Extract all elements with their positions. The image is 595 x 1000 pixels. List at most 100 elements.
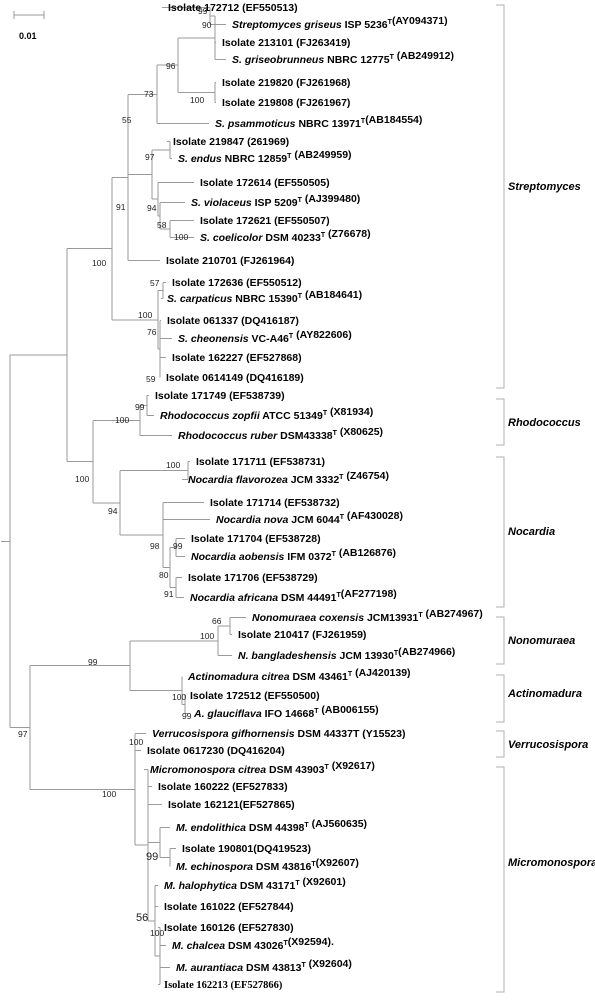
clade-label: Rhodococcus: [508, 417, 581, 429]
bootstrap-value: 99: [173, 541, 183, 551]
bootstrap-value: 99: [146, 851, 158, 863]
leaf-label: S. coelicolor DSM 40233T (Z76678): [200, 228, 371, 244]
leaf-label: M. halophytica DSM 43171T (X92601): [164, 876, 346, 892]
bootstrap-value: 90: [202, 20, 212, 30]
leaf-label: Isolate 172621 (EF550507): [200, 215, 330, 227]
bootstrap-value: 99: [135, 402, 145, 412]
leaf-label: S. cheonensis VC-A46T (AY822606): [178, 329, 352, 345]
leaf-label: Isolate 160222 (EF527833): [158, 781, 288, 793]
bootstrap-value: 100: [102, 789, 116, 799]
leaf-label: Nonomuraea coxensis JCM13931T (AB274967): [252, 608, 483, 624]
leaf-label: M. echinospora DSM 43816T(X92607): [176, 857, 359, 873]
bootstrap-value: 98: [150, 541, 160, 551]
bootstrap-value: 76: [147, 327, 157, 337]
bootstrap-value: 59: [146, 374, 156, 384]
bootstrap-value: 94: [147, 203, 157, 213]
leaf-label: Isolate 219820 (FJ261968): [222, 77, 350, 89]
leaf-label: M. endolithica DSM 44398T (AJ560635): [176, 818, 367, 834]
leaf-label: Streptomyces griseus ISP 5236T(AY094371): [232, 15, 448, 31]
bootstrap-value: 100: [174, 232, 188, 242]
bootstrap-values: 9990961007355979458100911005710076599910…: [18, 6, 222, 938]
bootstrap-value: 97: [18, 729, 28, 739]
leaf-label: Isolate 210417 (FJ261959): [238, 629, 366, 641]
leaf-label: M. chalcea DSM 43026T(X92594).: [172, 936, 334, 952]
bootstrap-value: 100: [190, 95, 204, 105]
bootstrap-value: 57: [150, 278, 160, 288]
leaf-label: Nocardia nova JCM 6044T (AF430028): [216, 510, 403, 526]
leaf-label: Isolate 171749 (EF538739): [155, 390, 285, 402]
leaf-label: Micromonospora citrea DSM 43903T (X92617…: [150, 760, 375, 776]
bootstrap-value: 99: [198, 6, 208, 16]
clade-label: Verrucosispora: [508, 739, 588, 751]
leaf-label: Isolate 210701 (FJ261964): [166, 255, 294, 267]
leaf-label: Isolate 172512 (EF550500): [190, 690, 320, 702]
bootstrap-value: 100: [150, 928, 164, 938]
bootstrap-value: 97: [145, 152, 155, 162]
leaf-label: Verrucosispora gifhornensis DSM 44337T (…: [152, 728, 405, 740]
bootstrap-value: 73: [144, 89, 154, 99]
leaf-label: Nocardia flavorozea JCM 3332T (Z46754): [188, 470, 389, 486]
leaf-label: Nocardia africana DSM 44491T(AF277198): [190, 588, 397, 604]
clade-label: Actinomadura: [507, 688, 582, 700]
bootstrap-value: 58: [157, 220, 167, 230]
clade-label: Micromonospora: [508, 857, 595, 869]
clade-bracket: [496, 398, 505, 446]
leaf-label: Rhodococcus ruber DSM43338T (X80625): [178, 426, 383, 442]
clade-bracket: [496, 616, 505, 665]
bootstrap-value: 99: [182, 711, 192, 721]
leaf-label: Isolate 171706 (EF538729): [188, 572, 318, 584]
clade-brackets: StreptomycesRhodococcusNocardiaNonomurae…: [496, 4, 595, 993]
bootstrap-value: 100: [92, 258, 106, 268]
bootstrap-value: 91: [164, 589, 174, 599]
leaf-label: M. aurantiaca DSM 43813T (X92604): [176, 958, 352, 974]
clade-bracket: [496, 4, 505, 389]
leaf-label: N. bangladeshensis JCM 13930T(AB274966): [238, 646, 455, 662]
leaf-label: Isolate 061337 (DQ416187): [167, 315, 299, 327]
leaf-label: Isolate 219808 (FJ261967): [222, 97, 350, 109]
bootstrap-value: 96: [166, 61, 176, 71]
leaf-labels: Isolate 172712 (EF550513)Streptomyces gr…: [147, 2, 483, 991]
clade-bracket: [496, 674, 505, 723]
leaf-label: Isolate 219847 (261969): [173, 136, 289, 148]
leaf-label: S. psammoticus NBRC 13971T(AB184554): [215, 114, 422, 130]
leaf-label: Isolate 171711 (EF538731): [196, 456, 325, 468]
scale-bar-label: 0.01: [19, 31, 37, 41]
leaf-label: Isolate 171714 (EF538732): [210, 497, 340, 509]
bootstrap-value: 100: [200, 631, 214, 641]
leaf-label: Isolate 213101 (FJ263419): [222, 37, 350, 49]
leaf-label: Isolate 162121(EF527865): [168, 799, 295, 811]
leaf-label: Isolate 161022 (EF527844): [164, 901, 294, 913]
leaf-label: Actinomadura citrea DSM 43461T (AJ420139…: [187, 667, 411, 683]
clade-label: Streptomyces: [508, 181, 581, 193]
leaf-label: Isolate 190801(DQ419523): [182, 843, 311, 855]
bootstrap-value: 100: [166, 460, 180, 470]
bootstrap-value: 91: [116, 202, 126, 212]
leaf-label: Isolate 172636 (EF550512): [172, 277, 302, 289]
leaf-label: S. carpaticus NBRC 15390T (AB184641): [167, 289, 362, 305]
leaf-label: Isolate 160126 (EF527830): [164, 922, 294, 934]
scale-bar: 0.01: [13, 11, 45, 41]
leaf-label: Isolate 172712 (EF550513): [168, 2, 298, 14]
bootstrap-value: 100: [115, 415, 129, 425]
leaf-label: S. endus NBRC 12859T (AB249959): [178, 149, 352, 165]
leaf-label: S. griseobrunneus NBRC 12775T (AB249912): [232, 50, 454, 66]
bootstrap-value: 100: [129, 737, 143, 747]
clade-label: Nocardia: [508, 526, 555, 538]
leaf-label: Rhodococcus zopfii ATCC 51349T (X81934): [160, 406, 373, 422]
leaf-label: Isolate 171704 (EF538728): [191, 533, 321, 545]
leaf-label: Isolate 162213 (EF527866): [164, 980, 283, 991]
clade-bracket: [496, 730, 505, 758]
leaf-label: Isolate 0617230 (DQ416204): [147, 745, 285, 757]
leaf-label: Isolate 0614149 (DQ416189): [166, 372, 304, 384]
bootstrap-value: 94: [108, 506, 118, 516]
leaf-label: Nocardia aobensis IFM 0372T (AB126876): [191, 547, 396, 563]
bootstrap-value: 100: [138, 310, 152, 320]
bootstrap-value: 80: [159, 570, 169, 580]
clade-label: Nonomuraea: [508, 635, 575, 647]
tree-branches: [1, 7, 246, 985]
leaf-label: S. violaceus ISP 5209T (AJ399480): [191, 193, 360, 209]
bootstrap-value: 55: [122, 115, 132, 125]
clade-bracket: [496, 456, 505, 608]
bootstrap-value: 100: [75, 474, 89, 484]
